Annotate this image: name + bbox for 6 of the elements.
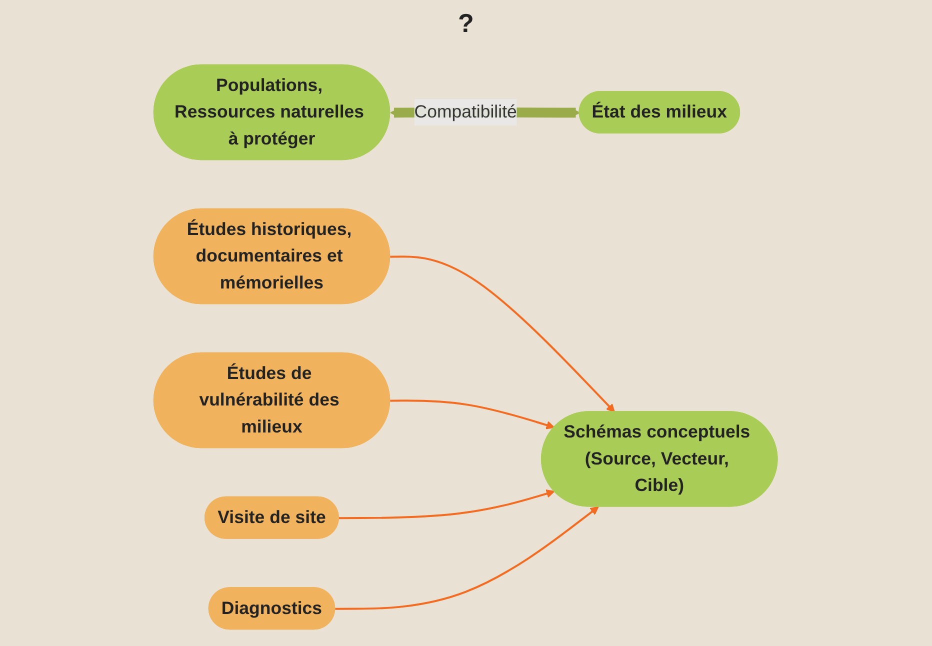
arrow [390, 255, 616, 412]
arrow [339, 488, 556, 519]
note-text: ? [458, 8, 474, 38]
arrow [336, 506, 600, 610]
edge-label: Compatibilité [414, 101, 518, 122]
arrow [390, 399, 556, 429]
